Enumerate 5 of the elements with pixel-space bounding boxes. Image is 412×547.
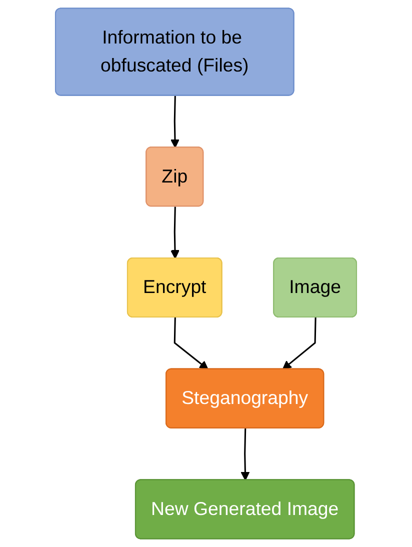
arrow bbox=[282, 318, 316, 370]
arrow bbox=[240, 428, 250, 481]
arrow bbox=[174, 318, 208, 370]
arrow bbox=[170, 206, 180, 259]
arrow bbox=[170, 96, 180, 148]
